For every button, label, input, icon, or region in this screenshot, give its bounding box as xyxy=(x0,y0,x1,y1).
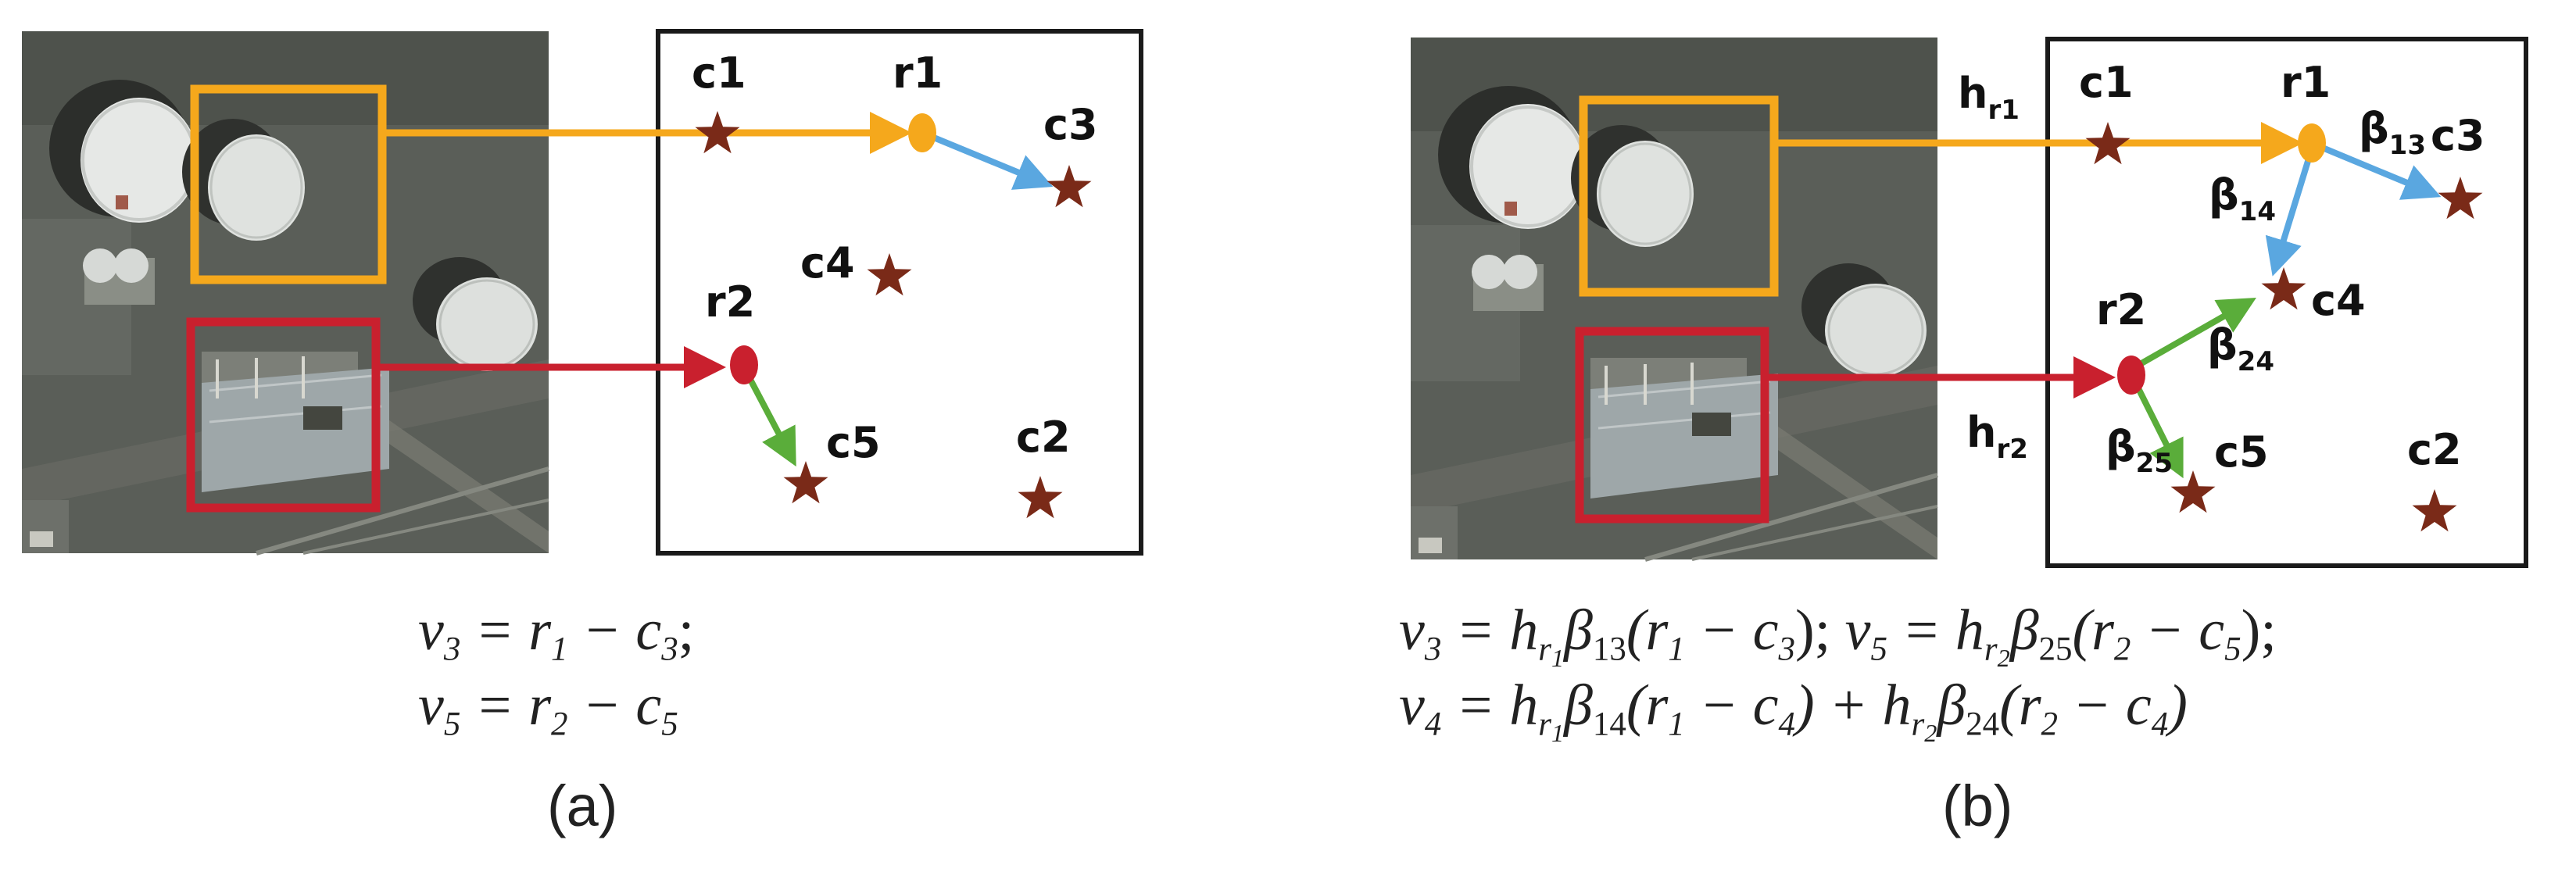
star-c4-a xyxy=(867,253,912,296)
edge-label-beta24: β24 xyxy=(2207,320,2274,377)
graph-frame-a xyxy=(656,29,1143,556)
label-c5-b: c5 xyxy=(2214,427,2269,477)
label-r2-a: r2 xyxy=(705,277,755,327)
label-c4-b: c4 xyxy=(2311,276,2366,325)
caption-a: (a) xyxy=(547,774,618,838)
label-c4-a: c4 xyxy=(800,238,855,288)
node-r1-a xyxy=(908,113,936,152)
edge-label-h-r1: hr1 xyxy=(1958,69,2020,126)
edge-label-beta25: β25 xyxy=(2106,422,2173,479)
aerial-image-a xyxy=(22,31,549,553)
label-r1-b: r1 xyxy=(2281,58,2331,107)
aerial-image-b xyxy=(1411,38,1937,559)
blue-arrow-r1-c3-a xyxy=(925,131,1054,190)
label-r1-a: r1 xyxy=(893,48,943,98)
label-c3-a: c3 xyxy=(1043,100,1098,149)
label-c5-a: c5 xyxy=(826,418,881,467)
panel-b: c1 r1 c3 c4 r2 c5 c2 hr1 hr2 β13 β14 β24… xyxy=(1411,37,2528,568)
star-c2-a xyxy=(1018,476,1063,519)
star-c3-a xyxy=(1046,165,1092,208)
star-c5-b xyxy=(2170,470,2216,513)
formula-b-line2: v4 = hr1β14(r1 − c4) + hr2β24(r2 − c4) xyxy=(1399,674,2188,747)
star-c4-b xyxy=(2261,267,2306,310)
edge-label-beta14: β14 xyxy=(2209,170,2276,227)
graph-frame-b xyxy=(2045,37,2528,568)
label-c1-a: c1 xyxy=(692,48,746,98)
caption-b: (b) xyxy=(1942,774,2013,838)
label-c2-a: c2 xyxy=(1016,413,1071,462)
node-r2-a xyxy=(730,345,758,384)
blue-arrow-r1-c4-b xyxy=(2265,147,2315,277)
formula-a-line1: v3 = r1 − c3; xyxy=(418,599,695,668)
edge-label-beta13: β13 xyxy=(2359,104,2426,161)
panel-a: c1 r1 c3 c4 r2 c5 c2 xyxy=(22,29,1143,556)
orange-roi-box-a xyxy=(190,84,387,284)
blue-arrow-r1-c3-b xyxy=(2313,141,2442,200)
node-r1-b xyxy=(2298,123,2326,163)
green-arrow-r2-c5-b xyxy=(2133,382,2184,479)
edge-label-h-r2: hr2 xyxy=(1966,408,2028,465)
label-c2-b: c2 xyxy=(2407,425,2462,474)
formula-a-line2: v5 = r2 − c5 xyxy=(418,674,678,743)
green-arrow-r2-c4-b xyxy=(2134,298,2256,370)
node-r2-b xyxy=(2117,356,2145,395)
formula-b-line1: v3 = hr1β13(r1 − c3); v5 = hr2β25(r2 − c… xyxy=(1399,599,2277,672)
star-c3-b xyxy=(2438,177,2483,220)
label-r2-b: r2 xyxy=(2096,285,2146,334)
star-c1-b xyxy=(2085,122,2131,165)
label-c3-b: c3 xyxy=(2431,111,2485,160)
orange-roi-box-b xyxy=(1579,95,1779,297)
star-c5-a xyxy=(783,461,828,504)
green-arrow-r2-c5-a xyxy=(744,372,796,467)
star-c2-b xyxy=(2412,489,2457,532)
red-roi-box-b xyxy=(1575,327,1769,524)
label-c1-b: c1 xyxy=(2079,58,2134,107)
red-roi-box-a xyxy=(186,317,381,513)
star-c1-a xyxy=(695,111,740,154)
